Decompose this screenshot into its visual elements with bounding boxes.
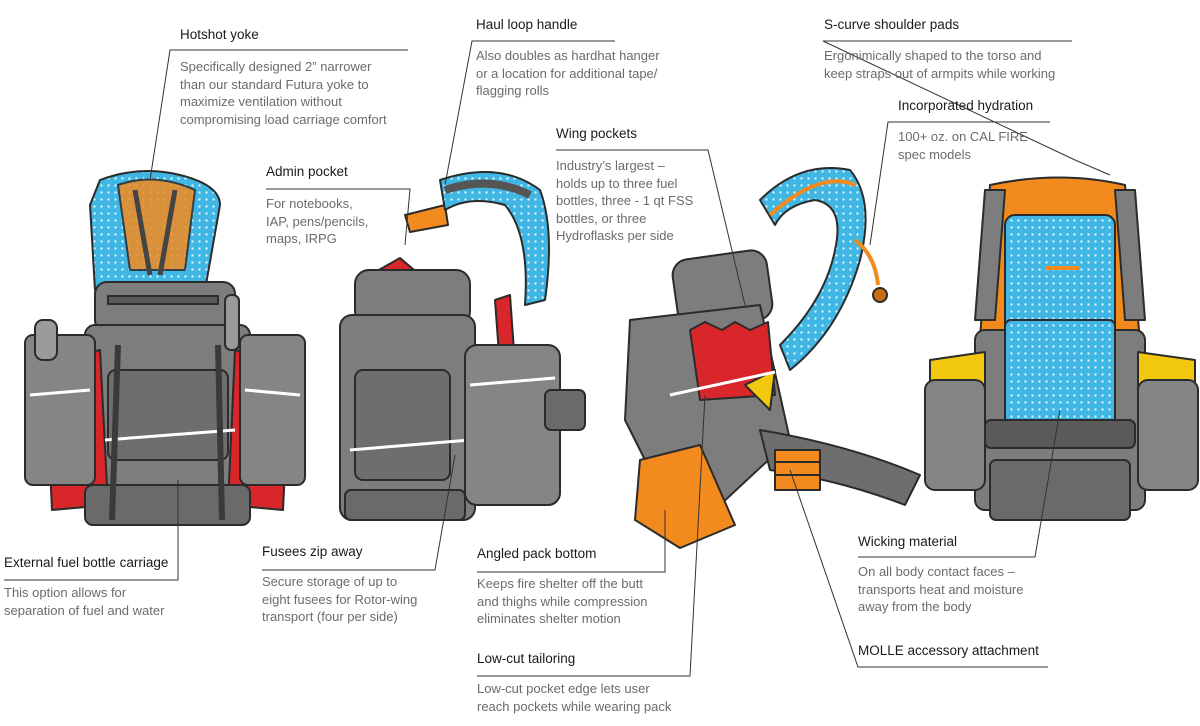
callout-title: Fusees zip away — [262, 544, 363, 559]
hydration-tube — [853, 238, 880, 286]
callout-title: Hotshot yoke — [180, 27, 259, 42]
pack-angled-view — [624, 167, 921, 549]
callout-description: Specifically designed 2” narrower than o… — [180, 59, 387, 127]
angled-bottom-orange — [634, 444, 736, 549]
callout-description: 100+ oz. on CAL FIRE spec models — [898, 129, 1028, 162]
pack-front-view — [24, 170, 306, 526]
callout-title: Angled pack bottom — [477, 546, 597, 561]
pack-side-front-view — [339, 171, 586, 521]
left-wing-pocket — [924, 379, 986, 491]
callout-wicking-material: Wicking material On all body contact fac… — [858, 533, 1023, 616]
shoulder-harness — [439, 171, 550, 306]
callout-admin-pocket: Admin pocket For notebooks, IAP, pens/pe… — [266, 163, 368, 248]
callout-s-curve-shoulder-pads: S-curve shoulder pads Ergonimically shap… — [824, 16, 1055, 82]
callout-title: MOLLE accessory attachment — [858, 643, 1039, 658]
callout-molle-attachment: MOLLE accessory attachment — [858, 642, 1039, 660]
callout-title: Wing pockets — [556, 126, 638, 141]
hydration-valve — [872, 287, 888, 303]
callout-haul-loop-handle: Haul loop handle Also doubles as hardhat… — [476, 16, 660, 100]
side-bottle — [34, 319, 58, 361]
callout-hotshot-yoke: Hotshot yoke Specifically designed 2” na… — [180, 26, 387, 128]
callout-description: Ergonimically shaped to the torso and ke… — [824, 48, 1056, 81]
callout-title: Wicking material — [858, 534, 958, 549]
left-wing-pocket — [24, 334, 96, 486]
callout-description: For notebooks, IAP, pens/pencils, maps, … — [266, 196, 369, 246]
right-wing-pocket — [1137, 379, 1199, 491]
callout-description: Keeps fire shelter off the butt and thig… — [477, 576, 648, 626]
callout-title: Low-cut tailoring — [477, 651, 576, 666]
callout-title: External fuel bottle carriage — [4, 555, 169, 570]
callout-description: Industry’s largest – holds up to three f… — [556, 158, 694, 243]
yoke-orange-trim — [117, 178, 196, 271]
callout-title: Haul loop handle — [476, 17, 578, 32]
callout-description: On all body contact faces – transports h… — [858, 564, 1024, 614]
callout-incorporated-hydration: Incorporated hydration 100+ oz. on CAL F… — [898, 97, 1033, 163]
wicking-mesh — [1004, 319, 1116, 431]
s-curve-left-strap — [974, 189, 1006, 321]
callout-low-cut-tailoring: Low-cut tailoring Low-cut pocket edge le… — [477, 650, 671, 715]
front-pocket — [354, 369, 451, 481]
callout-title: S-curve shoulder pads — [824, 17, 960, 32]
callout-description: Low-cut pocket edge lets user reach pock… — [477, 681, 672, 714]
callout-description: Secure storage of up to eight fusees for… — [262, 574, 418, 624]
callout-title: Incorporated hydration — [898, 98, 1034, 113]
back-panel-mesh — [1004, 214, 1116, 336]
leader-lines — [4, 40, 1111, 677]
callout-fusees-zip-away: Fusees zip away Secure storage of up to … — [262, 543, 417, 626]
front-admin-pocket — [107, 369, 229, 461]
pack-back-view — [924, 176, 1199, 521]
callout-external-fuel-bottle: External fuel bottle carriage This optio… — [4, 554, 168, 619]
callout-description: This option allows for separation of fue… — [4, 585, 165, 618]
waist-belt — [984, 419, 1136, 449]
callout-description: Also doubles as hardhat hanger or a loca… — [476, 48, 660, 98]
s-curve-shoulder-strap — [759, 167, 867, 371]
callout-wing-pockets: Wing pockets Industry’s largest – holds … — [556, 125, 693, 245]
callout-title: Admin pocket — [266, 164, 348, 179]
s-curve-right-strap — [1114, 189, 1146, 321]
callout-angled-pack-bottom: Angled pack bottom Keeps fire shelter of… — [477, 545, 648, 628]
haul-loop-orange — [404, 204, 449, 233]
molle-webbing-orange — [774, 449, 821, 491]
right-wing-pocket — [239, 334, 306, 486]
yellow-accent — [744, 369, 776, 411]
